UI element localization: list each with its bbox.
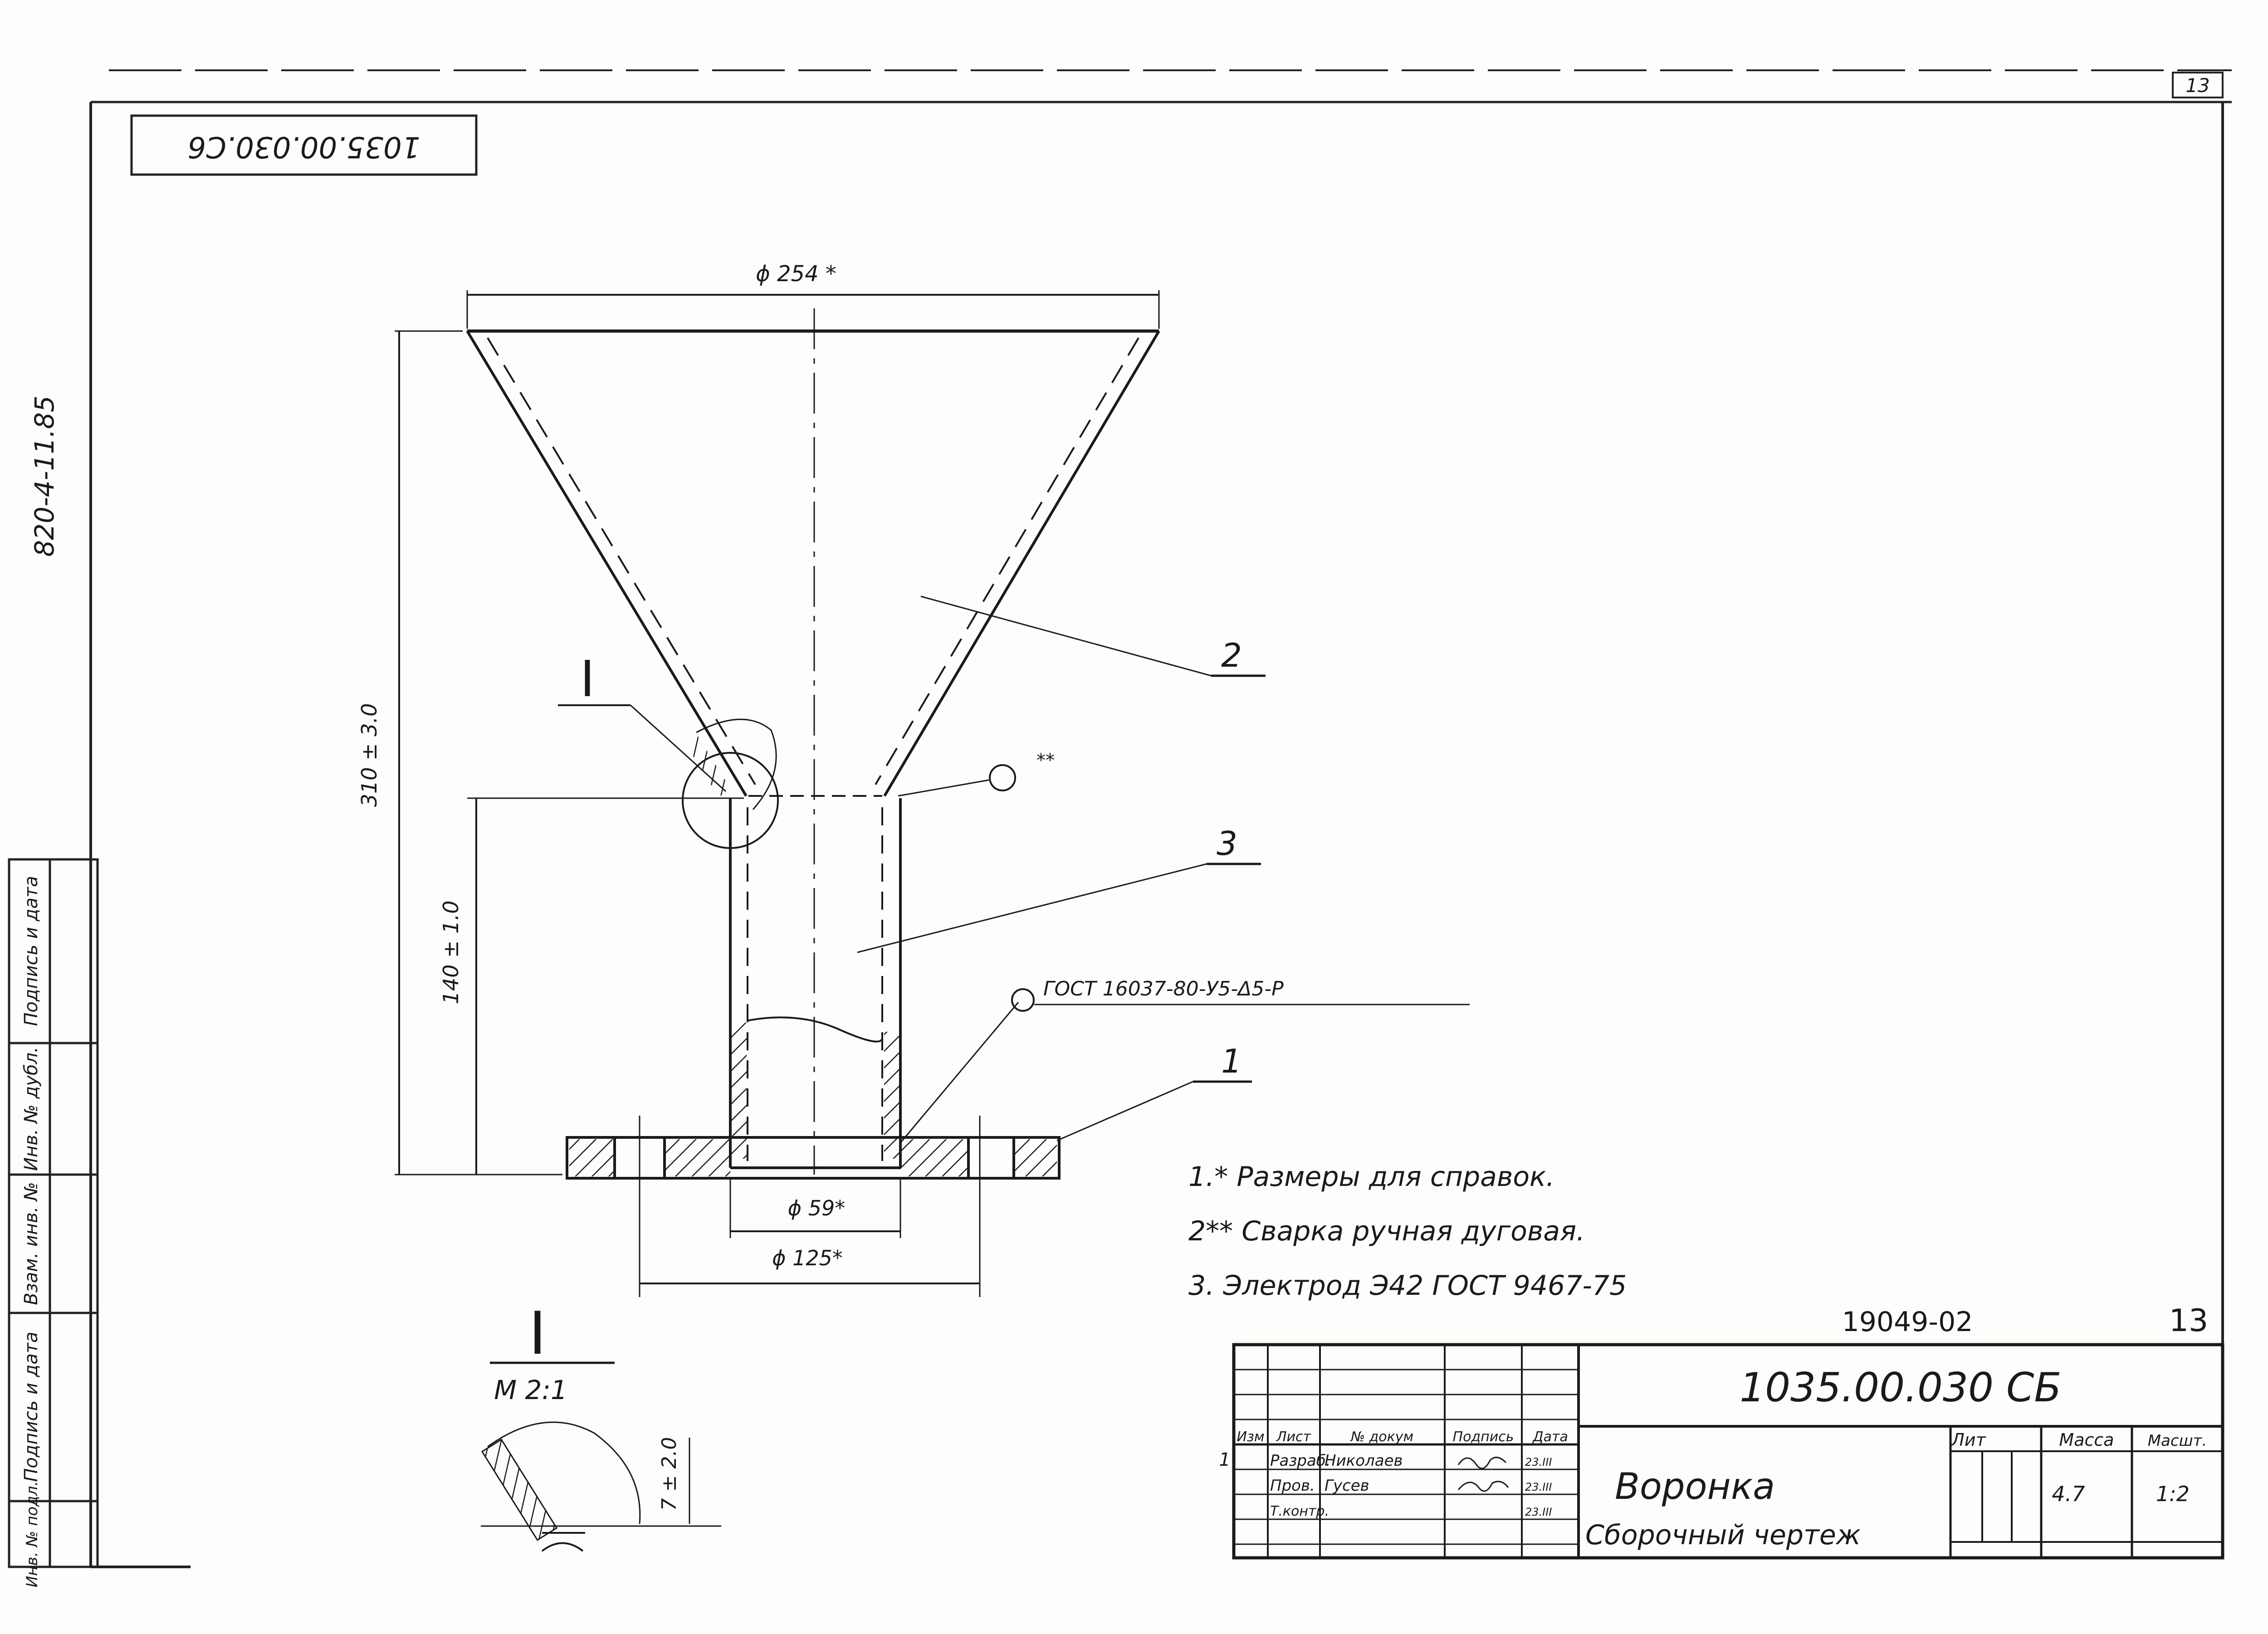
dim-tube-height-label: 140 ± 1.0	[439, 901, 463, 1005]
part-2-label: 2	[1221, 636, 1242, 674]
note-2: 2** Сварка ручная дуговая.	[1188, 1215, 1585, 1247]
part-1-label: 1	[1221, 1042, 1242, 1080]
strip-label-4: Подпись и дата	[21, 1332, 42, 1482]
row-date-2: 23.III	[1525, 1481, 1552, 1493]
row-name-2: Гусев	[1325, 1477, 1369, 1495]
title-sheet-number: 13	[2169, 1303, 2209, 1339]
dim-top-diameter	[466, 290, 1160, 329]
left-admin-strip	[8, 858, 99, 1568]
title-doc-type: Сборочный чертеж	[1585, 1519, 1861, 1551]
note-3: 3. Электрод Э42 ГОСТ 9467-75	[1188, 1270, 1627, 1302]
col-header-doc: № докум	[1350, 1429, 1413, 1445]
strip-label-2: Инв. № дубл.	[21, 1047, 42, 1171]
funnel-cone	[466, 329, 1160, 797]
dim-total-height	[395, 330, 562, 1176]
lit-label: Лит	[1950, 1430, 1986, 1450]
detail-ref-circle	[558, 704, 779, 849]
row-role-2: Пров.	[1270, 1477, 1315, 1495]
sheet-frame	[89, 69, 2232, 1568]
sheet-page-number: 13	[2185, 74, 2209, 97]
dim-top-diameter-label: ϕ 254 *	[756, 261, 836, 287]
row-role-1: Разраб.	[1270, 1452, 1331, 1470]
mass-label: Масса	[2059, 1430, 2114, 1450]
note-1: 1.* Размеры для справок.	[1188, 1161, 1554, 1193]
dim-flange-diameter-label: ϕ 125*	[772, 1246, 843, 1270]
title-designation: 1035.00.030 СБ	[1740, 1364, 2062, 1411]
part-3-label: 3	[1217, 824, 1237, 863]
rotated-code: 1035.00.030.C6	[188, 130, 420, 163]
col-header-sign: Подпись	[1453, 1429, 1514, 1445]
row-role-3: Т.контр.	[1270, 1503, 1329, 1519]
detail-view-scale: М 2:1	[494, 1375, 567, 1405]
weld-standard-label: ГОСТ 16037-80-У5-Δ5-Р	[1043, 977, 1284, 1000]
col-header-list: Лист	[1276, 1429, 1312, 1445]
dim-tube-diameter	[729, 1179, 901, 1238]
notes-block: 1.* Размеры для справок. 2** Сварка ручн…	[1188, 1161, 1627, 1302]
detail-view-label: I	[529, 1299, 546, 1368]
strip-label-5: Инв. № подл.	[23, 1481, 41, 1588]
dim-total-height-label: 310 ± 3.0	[357, 703, 381, 807]
title-block	[1232, 1343, 2224, 1560]
flange-section	[566, 1136, 1061, 1180]
col-header-izm: Изм	[1237, 1429, 1264, 1445]
funnel-tube	[729, 798, 902, 1168]
dim-tube-height	[467, 797, 744, 1175]
detail-ref-label: I	[580, 650, 595, 708]
col-header-date: Дата	[1532, 1429, 1568, 1445]
row-index-mark: 1	[1219, 1449, 1230, 1470]
dim-flange-diameter	[639, 1116, 981, 1297]
detail-view-dimension: 7 ± 2.0	[658, 1437, 681, 1511]
weld-mark-label: **	[1036, 750, 1055, 771]
side-code: 820-4-11.85	[29, 395, 60, 557]
scale-value: 1:2	[2156, 1482, 2190, 1506]
row-name-1: Николаев	[1325, 1452, 1403, 1470]
strip-label-1: Подпись и дата	[21, 876, 42, 1026]
part-leaders	[857, 595, 1470, 1143]
dim-tube-diameter-label: ϕ 59*	[788, 1196, 846, 1220]
signatures	[1457, 1457, 1509, 1492]
row-date-3: 23.III	[1525, 1506, 1552, 1518]
detail-view	[481, 1361, 721, 1552]
strip-label-3: Взам. инв. №	[21, 1182, 42, 1305]
mass-value: 4.7	[2052, 1482, 2085, 1506]
title-name: Воронка	[1615, 1465, 1775, 1507]
rotated-code-box: 1035.00.030.C6	[130, 114, 478, 176]
project-code: 19049-02	[1842, 1306, 1973, 1338]
row-date-1: 23.III	[1525, 1456, 1552, 1468]
scale-label: Масшт.	[2148, 1432, 2207, 1450]
